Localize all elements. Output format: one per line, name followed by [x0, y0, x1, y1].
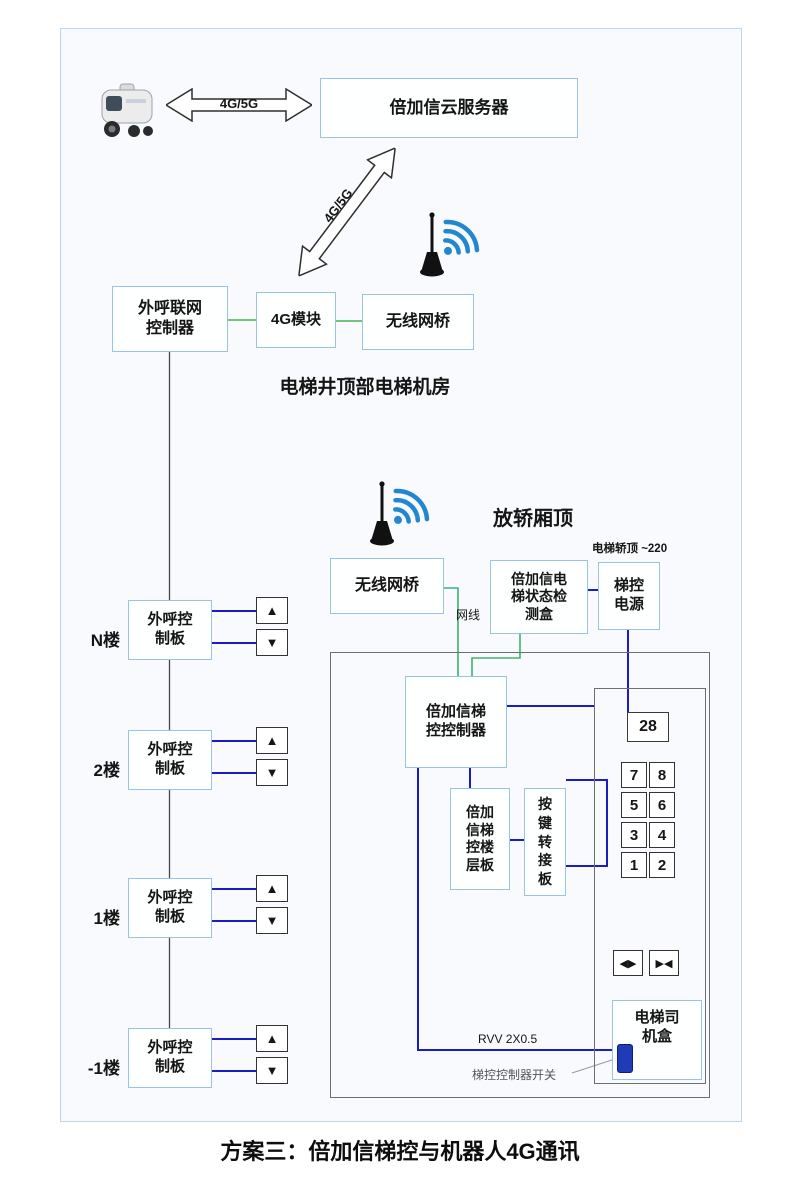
switch-label: 梯控控制器开关 — [472, 1068, 557, 1082]
down-arrow-button: ▼ — [256, 629, 288, 656]
floor-button-1: 1 — [621, 852, 647, 878]
floor-label-n: N楼 — [90, 631, 120, 650]
hall-call-board-1: 外呼控 制板 — [128, 878, 212, 938]
link-label: 4G/5G — [219, 96, 259, 111]
down-arrow-button: ▼ — [256, 907, 288, 934]
up-arrow-button: ▲ — [256, 727, 288, 754]
power-note-label: 电梯轿顶 ~220 — [592, 543, 668, 555]
controller-switch — [617, 1044, 633, 1073]
4g-module-box: 4G模块 — [256, 292, 336, 348]
wifi-antenna-icon — [370, 481, 430, 546]
floor-button-4: 4 — [649, 822, 675, 848]
page-title: 方案三：倍加信梯控与机器人4G通讯 — [220, 1139, 580, 1164]
floor-button-2: 2 — [649, 852, 675, 878]
double-arrow-icon — [297, 146, 397, 278]
door-close-icon: ▶◀ — [649, 950, 679, 976]
down-arrow-button: ▼ — [256, 759, 288, 786]
floor-display: 28 — [627, 712, 669, 742]
up-arrow-button: ▲ — [256, 1025, 288, 1052]
machine-room-caption: 电梯井顶部电梯机房 — [279, 377, 451, 398]
hall-call-board-m1: 外呼控 制板 — [128, 1028, 212, 1088]
elevator-control-controller-box: 倍加信梯 控控制器 — [405, 676, 507, 768]
rvv-cable-label: RVV 2X0.5 — [478, 1032, 538, 1046]
link-arrow-cloud-machine — [286, 138, 408, 285]
floor-label-1: 1楼 — [93, 909, 120, 928]
cloud-server-box: 倍加信云服务器 — [320, 78, 578, 138]
floor-button-6: 6 — [649, 792, 675, 818]
wifi-antenna-icon — [420, 212, 480, 277]
elevator-control-power-box: 梯控 电源 — [598, 562, 660, 630]
elevator-cop-panel-frame — [594, 688, 706, 1084]
floor-button-5: 5 — [621, 792, 647, 818]
floor-button-8: 8 — [649, 762, 675, 788]
robot-icon — [101, 83, 153, 137]
wireless-bridge-box-car-top: 无线网桥 — [330, 558, 444, 614]
hall-call-board-2: 外呼控 制板 — [128, 730, 212, 790]
up-arrow-button: ▲ — [256, 875, 288, 902]
floor-button-3: 3 — [621, 822, 647, 848]
network-cable-label: 网线 — [456, 608, 481, 622]
link-arrow-robot-cloud: 4G/5G — [164, 87, 314, 123]
hall-call-board-n: 外呼控 制板 — [128, 600, 212, 660]
floor-label-m1: -1楼 — [87, 1059, 120, 1078]
up-arrow-button: ▲ — [256, 597, 288, 624]
floor-button-7: 7 — [621, 762, 647, 788]
down-arrow-button: ▼ — [256, 1057, 288, 1084]
car-top-enclosure-frame — [330, 652, 710, 1098]
wireless-bridge-box-machine-room: 无线网桥 — [362, 294, 474, 350]
outcall-network-controller-box: 外呼联网 控制器 — [112, 286, 228, 352]
key-adapter-board-box: 按 键 转 接 板 — [524, 788, 566, 896]
floor-board-box: 倍加 信梯 控楼 层板 — [450, 788, 510, 890]
elevator-status-detect-box: 倍加信电 梯状态检 测盒 — [490, 560, 588, 634]
car-top-caption: 放轿厢顶 — [493, 508, 573, 530]
floor-label-2: 2楼 — [93, 761, 120, 780]
door-open-icon: ◀▶ — [613, 950, 643, 976]
